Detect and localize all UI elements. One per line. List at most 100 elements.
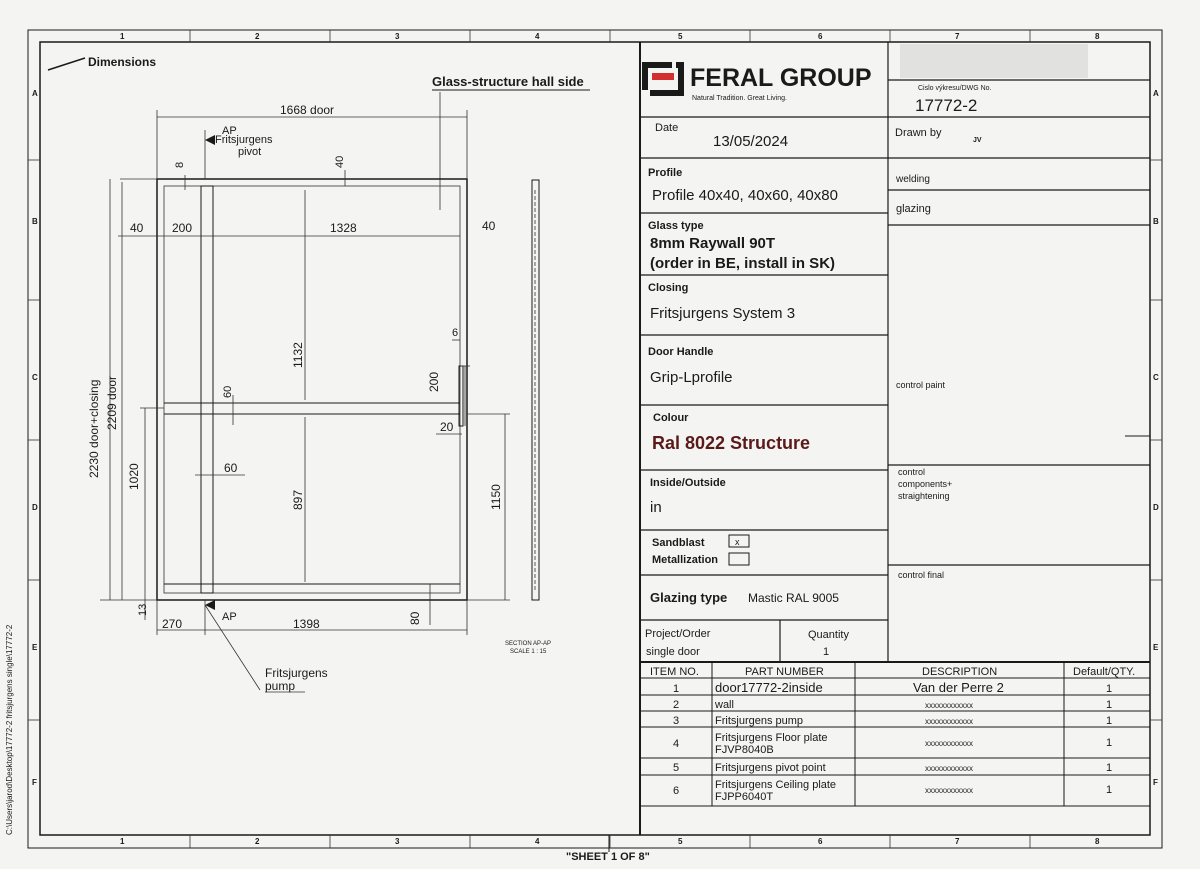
- svg-text:Inside/Outside: Inside/Outside: [650, 477, 726, 489]
- svg-text:FERAL GROUP: FERAL GROUP: [690, 64, 872, 92]
- section-scale: SCALE 1 : 15: [510, 649, 547, 655]
- sheet-label: "SHEET 1 OF 8": [566, 851, 650, 863]
- svg-text:single door: single door: [646, 646, 700, 658]
- svg-text:4: 4: [535, 837, 540, 846]
- svg-text:DESCRIPTION: DESCRIPTION: [922, 666, 997, 678]
- svg-text:7: 7: [955, 837, 960, 846]
- svg-text:Profile 40x40, 40x60, 40x80: Profile 40x40, 40x60, 40x80: [652, 187, 838, 204]
- redacted-area: [900, 44, 1088, 78]
- svg-text:xxxxxxxxxxxx: xxxxxxxxxxxx: [925, 717, 973, 726]
- svg-text:FJPP6040T: FJPP6040T: [715, 791, 773, 803]
- svg-text:60: 60: [224, 461, 238, 475]
- inner-frame: [39, 41, 1151, 836]
- view-title: Glass-structure hall side: [432, 74, 584, 89]
- svg-text:E: E: [32, 643, 38, 652]
- bom-table: ITEM NO. PART NUMBER DESCRIPTION Default…: [640, 662, 1150, 807]
- svg-text:8mm Raywall 90T: 8mm Raywall 90T: [650, 235, 775, 252]
- bom-row: 3 Fritsjurgens pump xxxxxxxxxxxx 1: [673, 715, 1112, 727]
- bom-row: 1 door17772-2inside Van der Perre 2 1: [673, 680, 1112, 695]
- svg-text:6: 6: [673, 785, 679, 797]
- svg-text:F: F: [1153, 778, 1158, 787]
- svg-text:components+: components+: [898, 479, 952, 489]
- metallization-checkbox: [728, 552, 750, 566]
- svg-text:Colour: Colour: [653, 412, 689, 424]
- svg-text:in: in: [650, 499, 662, 516]
- svg-text:1: 1: [120, 32, 125, 41]
- svg-text:1: 1: [1106, 737, 1112, 749]
- file-path: C:\Users\jarod\Desktop\17772-2 fritsjurg…: [5, 624, 14, 835]
- svg-text:20: 20: [440, 420, 454, 434]
- svg-text:PART NUMBER: PART NUMBER: [745, 666, 824, 678]
- dim-width-door: 1668 door: [280, 103, 334, 117]
- svg-text:1: 1: [1106, 762, 1112, 774]
- svg-text:xxxxxxxxxxxx: xxxxxxxxxxxx: [925, 764, 973, 773]
- svg-text:ITEM NO.: ITEM NO.: [650, 666, 699, 678]
- svg-text:Profile: Profile: [648, 167, 682, 179]
- svg-text:1328: 1328: [330, 221, 357, 235]
- svg-text:Fritsjurgens System 3: Fritsjurgens System 3: [650, 305, 795, 322]
- pivot-label-1: Fritsjurgens: [215, 134, 273, 146]
- svg-text:xxxxxxxxxxxx: xxxxxxxxxxxx: [925, 701, 973, 710]
- svg-text:2: 2: [673, 699, 679, 711]
- svg-text:1: 1: [120, 837, 125, 846]
- feral-group-logo: FERAL GROUP Natural Tradition. Great Liv…: [642, 62, 872, 102]
- svg-text:Metallization: Metallization: [652, 554, 718, 566]
- svg-text:Default/QTY.: Default/QTY.: [1073, 666, 1135, 678]
- svg-text:Mastic RAL 9005: Mastic RAL 9005: [748, 591, 839, 605]
- svg-text:1: 1: [1106, 699, 1112, 711]
- dim-ap-top: AP: [222, 125, 237, 137]
- pump-label-1: Fritsjurgens: [265, 666, 328, 680]
- svg-text:Door Handle: Door Handle: [648, 346, 713, 358]
- svg-text:Date: Date: [655, 122, 678, 134]
- section-title: SECTION AP-AP: [505, 641, 551, 647]
- svg-text:Cislo výkresu/DWG No.: Cislo výkresu/DWG No.: [918, 85, 992, 92]
- svg-text:1: 1: [673, 683, 679, 695]
- svg-text:(order in BE, install in SK): (order in BE, install in SK): [650, 255, 835, 272]
- svg-text:Fritsjurgens pump: Fritsjurgens pump: [715, 715, 803, 727]
- bom-row: 2 wall xxxxxxxxxxxx 1: [673, 699, 1112, 711]
- svg-text:x: x: [735, 537, 740, 547]
- svg-text:8: 8: [1095, 837, 1100, 846]
- svg-text:5: 5: [678, 837, 683, 846]
- svg-text:3: 3: [395, 837, 400, 846]
- svg-text:Glass type: Glass type: [648, 220, 704, 232]
- svg-text:D: D: [1153, 503, 1159, 512]
- svg-text:Fritsjurgens pivot point: Fritsjurgens pivot point: [715, 762, 826, 774]
- svg-text:6: 6: [452, 327, 458, 339]
- date-value: 13/05/2024: [713, 133, 788, 150]
- pivot-label-2: pivot: [238, 146, 261, 158]
- svg-text:3: 3: [673, 715, 679, 727]
- svg-text:8: 8: [1095, 32, 1100, 41]
- svg-text:A: A: [32, 89, 38, 98]
- door-elevation: Dimensions Glass-structure hall side SEC…: [47, 55, 590, 693]
- svg-text:C: C: [32, 373, 38, 382]
- svg-text:xxxxxxxxxxxx: xxxxxxxxxxxx: [925, 739, 973, 748]
- svg-text:2: 2: [255, 837, 260, 846]
- svg-text:3: 3: [395, 32, 400, 41]
- svg-text:Sandblast: Sandblast: [652, 537, 705, 549]
- svg-text:Natural Tradition. Great Livin: Natural Tradition. Great Living.: [692, 95, 787, 102]
- svg-text:5: 5: [673, 762, 679, 774]
- svg-text:wall: wall: [714, 699, 734, 711]
- svg-text:40: 40: [482, 219, 496, 233]
- svg-text:control paint: control paint: [896, 380, 946, 390]
- svg-text:Closing: Closing: [648, 282, 688, 294]
- svg-text:80: 80: [408, 611, 422, 625]
- svg-text:Quantity: Quantity: [808, 629, 849, 641]
- svg-text:1150: 1150: [489, 484, 503, 510]
- svg-text:2230 door+closing: 2230 door+closing: [87, 380, 101, 478]
- svg-text:B: B: [1153, 217, 1159, 226]
- svg-text:Fritsjurgens Ceiling plate: Fritsjurgens Ceiling plate: [715, 779, 836, 791]
- svg-text:6: 6: [818, 32, 823, 41]
- title-block: FERAL GROUP Natural Tradition. Great Liv…: [639, 42, 1150, 835]
- svg-text:F: F: [32, 778, 37, 787]
- svg-text:JV: JV: [973, 137, 982, 144]
- svg-text:AP: AP: [222, 611, 237, 623]
- svg-text:control final: control final: [898, 570, 944, 580]
- bom-row: 5 Fritsjurgens pivot point xxxxxxxxxxxx …: [673, 762, 1112, 774]
- svg-text:40: 40: [334, 156, 346, 168]
- bom-row: 4 Fritsjurgens Floor plate FJVP8040B xxx…: [673, 732, 1112, 756]
- svg-text:Drawn by: Drawn by: [895, 127, 942, 139]
